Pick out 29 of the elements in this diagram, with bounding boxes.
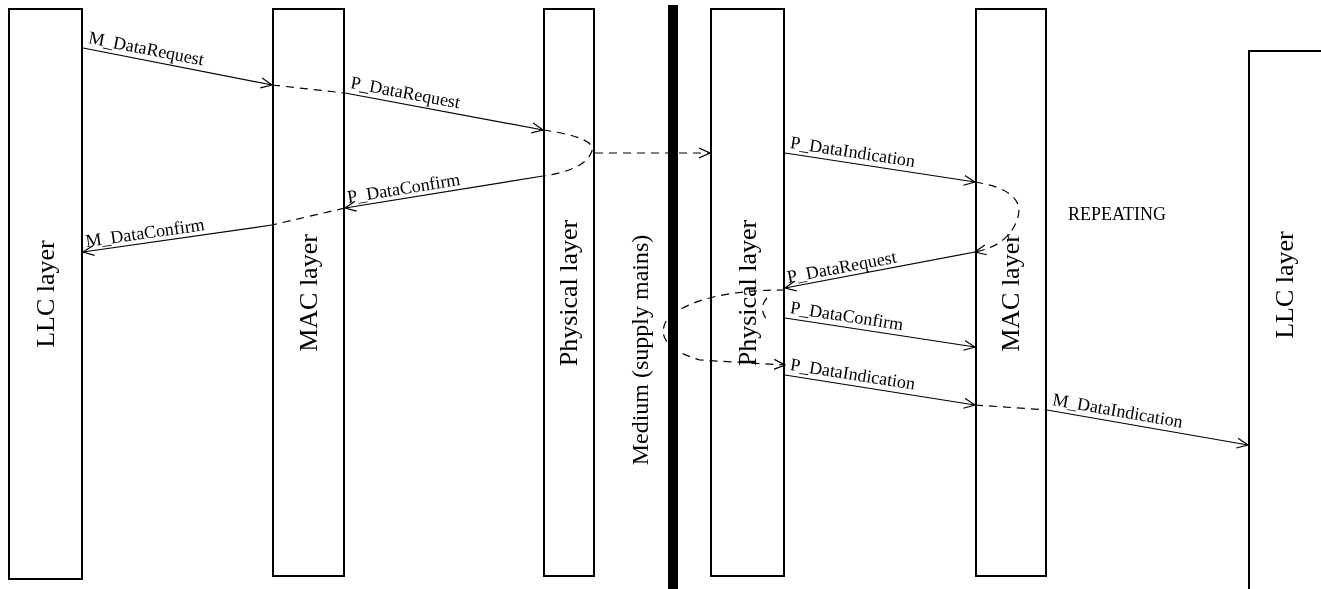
message-arrow [784, 317, 976, 351]
layer-label: Physical layer [732, 219, 763, 366]
dashed-arrow [594, 147, 711, 159]
layer-label: LLC layer [1270, 231, 1301, 340]
layer-label: LLC layer [30, 240, 61, 348]
message-label: P_DataConfirm [789, 297, 905, 335]
layer-box [975, 8, 1047, 577]
layer-box [543, 8, 595, 577]
message-arrow [1046, 409, 1249, 449]
medium-label: Medium (supply mains) [626, 234, 654, 466]
message-arrow [784, 251, 976, 292]
layer-box [710, 8, 785, 577]
layer-label: MAC layer [293, 233, 324, 352]
message-arrow [344, 175, 544, 212]
message-label: M_DataConfirm [84, 214, 206, 251]
layer-label: Physical layer [554, 219, 584, 366]
message-label: P_DataConfirm [345, 169, 462, 207]
note-text: REPEATING [1068, 203, 1166, 225]
dashed-arrow [974, 181, 1020, 255]
dashed-arrow [662, 289, 786, 370]
message-arrow [82, 47, 273, 89]
layer-box [1248, 50, 1321, 589]
message-arrow [784, 374, 976, 409]
message-arrow [82, 224, 273, 256]
message-arrow [344, 92, 544, 134]
message-arrow [784, 152, 976, 186]
layer-box [8, 8, 83, 580]
layer-label: MAC layer [996, 233, 1026, 352]
layer-box [272, 8, 345, 577]
